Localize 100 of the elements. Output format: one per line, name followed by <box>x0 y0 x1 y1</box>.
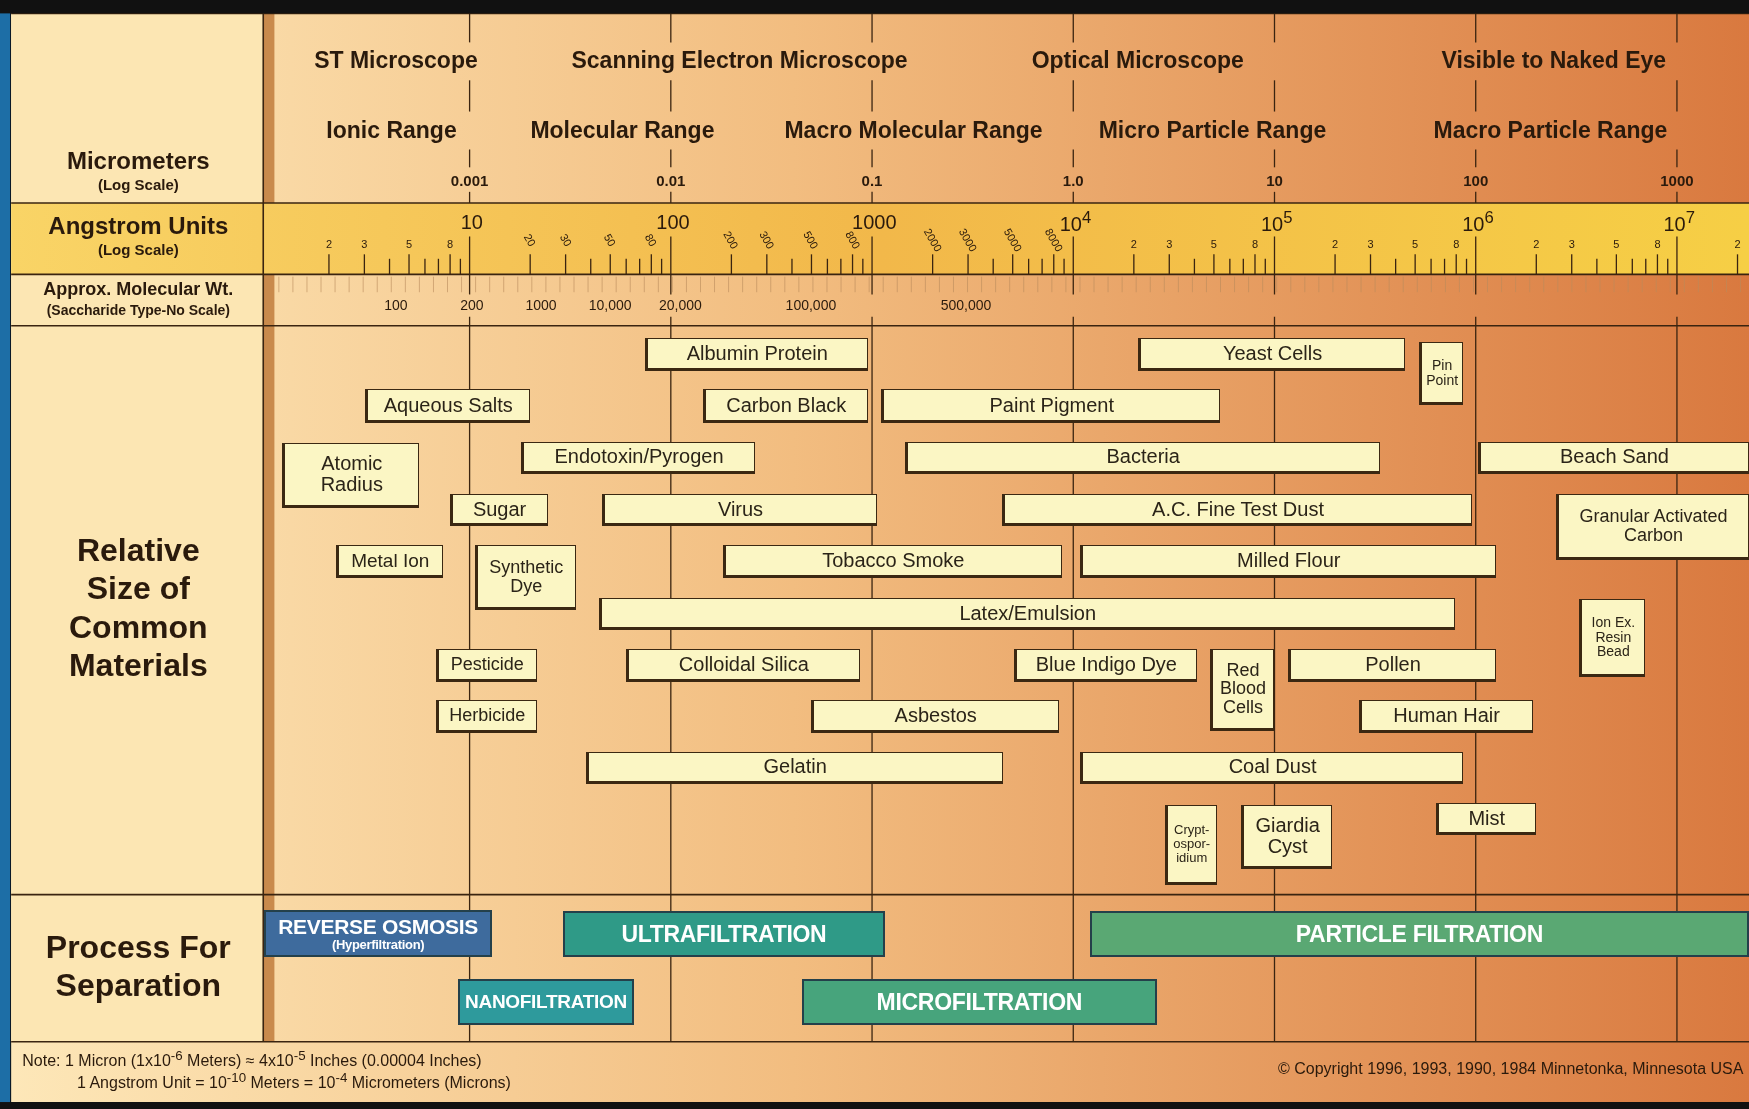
bar-label: Mist <box>1468 807 1506 829</box>
tick-label: 2 <box>1533 238 1540 251</box>
bar-label: Granular Activated Carbon <box>1579 507 1728 545</box>
tick-label: 5 <box>1613 238 1620 251</box>
bar-label: Aqueous Salts <box>383 394 513 416</box>
bar-label: Crypt- ospor- idium <box>1173 823 1211 865</box>
size-range-bar <box>1241 805 1332 869</box>
tick-label: 0.001 <box>450 172 489 189</box>
bar-label: Endotoxin/Pyrogen <box>554 446 724 468</box>
tick-label: 1000 <box>1660 172 1694 189</box>
tick-label: 10 <box>1266 172 1283 189</box>
range-heading: Macro Particle Range <box>1433 117 1668 144</box>
size-range-bar <box>602 494 877 527</box>
size-range-bar <box>1477 441 1749 475</box>
tick-label: 80 <box>643 231 660 249</box>
note: Note: 1 Micron (1x10$^{-6}$ Meters) ≈ 4x10$^{-5}$ Inches (0.00004 Inches) <box>22 1048 482 1069</box>
size-range-bar <box>702 389 868 423</box>
bar-label: Sugar <box>472 498 527 520</box>
size-range-bar <box>625 649 860 682</box>
row-heading: Angstrom Units <box>48 213 229 240</box>
bar-label: PARTICLE FILTRATION <box>1295 922 1543 947</box>
row-heading: (Log Scale) <box>97 241 179 259</box>
tick-label: 3 <box>1568 238 1575 251</box>
bar-label: MICROFILTRATION <box>876 990 1083 1015</box>
bar-label: Asbestos <box>894 705 977 727</box>
tick-label: 200 <box>460 297 484 314</box>
bar-label: NANOFILTRATION <box>465 992 627 1013</box>
size-range-bar <box>1435 803 1536 836</box>
tick-label: 100 <box>656 210 690 233</box>
bar-label: ULTRAFILTRATION <box>621 922 827 947</box>
bar-label: Blue Indigo Dye <box>1035 653 1177 675</box>
range-heading: ST Microscope <box>314 48 478 74</box>
tick-label: 30 <box>557 231 574 249</box>
bar-label: Red Blood Cells <box>1220 660 1267 718</box>
row-heading: Approx. Molecular Wt. <box>43 280 234 300</box>
size-range-bar <box>585 751 1003 785</box>
bar-label: Virus <box>717 498 764 520</box>
tick-label: 5 <box>1210 238 1217 251</box>
bar-label: REVERSE OSMOSIS <box>278 915 478 938</box>
tick-label: 0.1 <box>861 172 883 189</box>
row-heading: Relative Size of Common Materials <box>67 531 209 685</box>
tick-label: 10$^{6}$ <box>1462 209 1494 235</box>
size-range-bar <box>904 441 1380 475</box>
bar-label: Yeast Cells <box>1222 343 1323 365</box>
bar-label: Atomic Radius <box>319 453 384 496</box>
tick-label: 2 <box>325 238 332 251</box>
tick-label: 3 <box>361 238 368 251</box>
bar-label: Coal Dust <box>1228 756 1317 778</box>
row-heading: (Log Scale) <box>97 176 179 194</box>
size-range-bar <box>810 700 1059 733</box>
tick-label: 50 <box>601 231 619 249</box>
size-range-bar <box>436 700 537 733</box>
bar-label: Bacteria <box>1106 446 1180 468</box>
bar-label: Colloidal Silica <box>678 653 809 675</box>
process-bar <box>1089 911 1749 957</box>
bar-label: Pin Point <box>1426 357 1459 388</box>
size-range-bar <box>1001 494 1473 527</box>
size-range-bar <box>599 597 1455 631</box>
tick-label: 1.0 <box>1062 172 1084 189</box>
tick-label: 8 <box>1251 238 1259 251</box>
size-range-bar <box>364 389 530 423</box>
row-heading: Micrometers <box>66 147 210 174</box>
size-range-bar <box>1556 494 1749 560</box>
size-range-bar <box>1079 751 1464 785</box>
bar-label: Latex/Emulsion <box>959 602 1097 624</box>
size-range-bar <box>1288 649 1496 682</box>
bar-label: Beach Sand <box>1559 446 1669 468</box>
tick-label: 100 <box>1463 172 1489 189</box>
range-heading: Scanning Electron Microscope <box>571 48 908 74</box>
bar-label: Giardia Cyst <box>1254 815 1321 858</box>
bar-label: Gelatin <box>763 756 827 778</box>
tick-label: 3 <box>1367 238 1374 251</box>
bar-label: Milled Flour <box>1237 550 1341 572</box>
tick-label: 8 <box>1453 238 1460 251</box>
tick-label: 8 <box>447 238 454 251</box>
process-bar <box>264 910 492 958</box>
size-range-bar <box>335 545 443 578</box>
process-bar <box>458 979 634 1026</box>
bar-label: Carbon Black <box>726 394 847 416</box>
size-range-bar <box>1579 599 1646 678</box>
range-heading: Optical Microscope <box>1031 48 1244 74</box>
tick-label: 0.01 <box>656 172 686 189</box>
tick-label: 200 <box>721 228 742 251</box>
size-range-bar <box>520 441 756 475</box>
size-range-bar <box>1210 649 1274 731</box>
bar-label: Pesticide <box>450 654 524 674</box>
size-range-bar <box>1358 700 1533 733</box>
range-heading: Visible to Naked Eye <box>1441 48 1667 74</box>
bar-label: Pollen <box>1365 653 1421 675</box>
note: 1 Angstrom Unit = 10$^{-10}$ Meters = 10$^{-4}$ Micrometers (Microns) <box>76 1070 511 1092</box>
bar-sublabel: (Hyperfiltration) <box>331 937 425 952</box>
size-range-bar <box>1164 805 1217 885</box>
range-heading: Micro Particle Range <box>1098 117 1327 144</box>
copyright-notice: © Copyright 1996, 1993, 1990, 1984 Minnetonka, Minnesota USA <box>1278 1059 1744 1078</box>
tick-label: 10$^{7}$ <box>1663 209 1695 235</box>
bar-label: Ion Ex. Resin Bead <box>1590 615 1637 660</box>
range-heading: Macro Molecular Range <box>784 117 1043 144</box>
range-heading: Ionic Range <box>326 117 457 144</box>
bar-label: Synthetic Dye <box>488 557 565 596</box>
process-bar <box>802 979 1157 1026</box>
